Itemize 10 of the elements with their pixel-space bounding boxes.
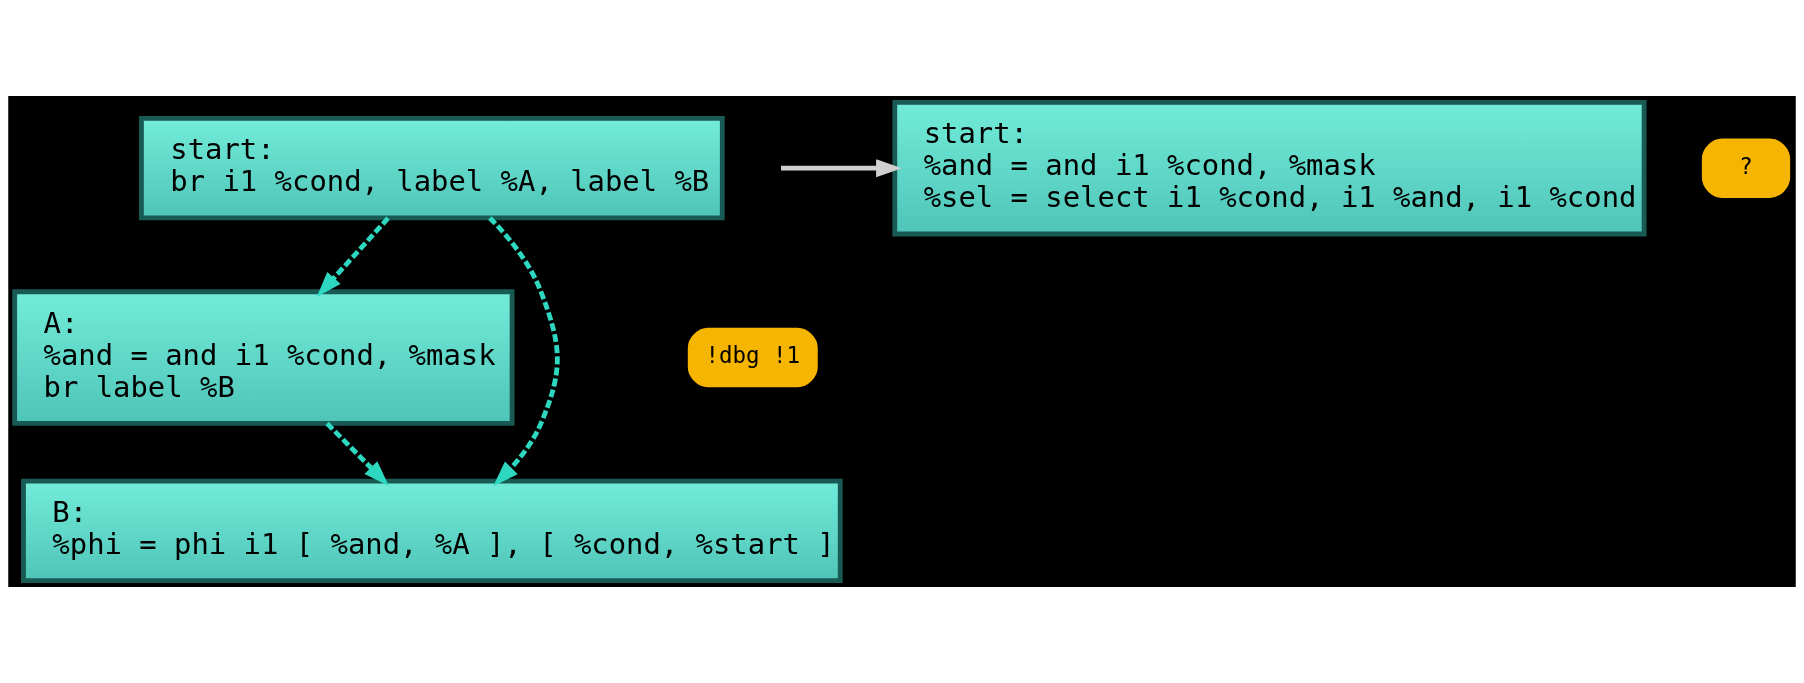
- node-box: start: %and = and i1 %cond, %mask %sel = select i1 %cond, i1 %and, i1 %cond: [892, 100, 1647, 237]
- arrow: [316, 216, 390, 298]
- node-box: !dbg !1: [687, 327, 818, 388]
- arrow: [488, 216, 560, 487]
- node-box: start: br i1 %cond, label %A, label %B: [139, 116, 725, 221]
- node-box: ?: [1701, 138, 1791, 198]
- arrow: [325, 421, 389, 486]
- node-box: B: %phi = phi i1 [ %and, %A ], [ %cond, %start ]: [21, 478, 843, 583]
- arrow: [781, 159, 902, 178]
- node-box: A: %and = and i1 %cond, %mask br label %B: [12, 289, 515, 426]
